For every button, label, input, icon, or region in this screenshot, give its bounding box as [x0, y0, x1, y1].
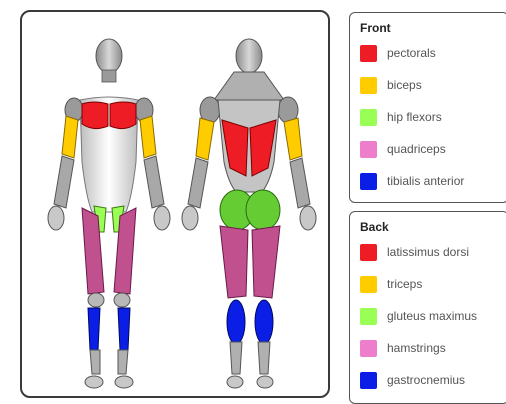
legend-back: Back latissimus dorsi triceps gluteus ma…: [349, 211, 506, 404]
legend-label: biceps: [387, 78, 422, 92]
legend-label: latissimus dorsi: [387, 245, 469, 259]
legend-label: triceps: [387, 277, 422, 291]
legend-label: gastrocnemius: [387, 373, 465, 387]
front-neck: [102, 70, 116, 82]
swatch-yellow: [360, 77, 377, 94]
front-hand-right: [154, 206, 170, 230]
legend-item-tibialis-anterior: tibialis anterior: [360, 165, 506, 197]
front-tibialis-left: [88, 308, 100, 350]
front-forearm-left: [54, 156, 74, 208]
swatch-blue: [360, 173, 377, 190]
front-bicep-left: [62, 116, 78, 158]
swatch-pink: [360, 141, 377, 158]
legend-item-gastrocnemius: gastrocnemius: [360, 364, 506, 396]
front-foot-right: [115, 376, 133, 388]
legend-item-pectorals: pectorals: [360, 37, 506, 69]
legend-label: quadriceps: [387, 142, 446, 156]
swatch-blue: [360, 372, 377, 389]
front-forearm-right: [144, 156, 164, 208]
back-foot-left: [227, 376, 243, 388]
back-tricep-right: [284, 118, 302, 160]
legend-label: pectorals: [387, 46, 436, 60]
back-ankle-left: [230, 342, 242, 374]
back-hamstring-right: [252, 226, 280, 298]
swatch-green: [360, 308, 377, 325]
back-glute-right: [246, 190, 280, 230]
back-forearm-left: [188, 158, 208, 208]
back-hand-right: [300, 206, 316, 230]
front-foot-left: [85, 376, 103, 388]
back-hand-left: [182, 206, 198, 230]
front-knee-right: [114, 293, 130, 307]
front-figure: [48, 39, 170, 388]
legend-item-quadriceps: quadriceps: [360, 133, 506, 165]
swatch-pink: [360, 340, 377, 357]
swatch-yellow: [360, 276, 377, 293]
back-hamstring-left: [220, 226, 248, 298]
legend-item-biceps: biceps: [360, 69, 506, 101]
legend-front: Front pectorals biceps hip flexors quadr…: [349, 12, 506, 203]
legend-front-title: Front: [360, 19, 506, 37]
swatch-green: [360, 109, 377, 126]
front-bicep-right: [140, 116, 156, 158]
back-head: [236, 39, 262, 73]
swatch-red: [360, 45, 377, 62]
back-upper-back: [214, 72, 284, 100]
front-pectoral-left: [82, 102, 108, 129]
legend-item-triceps: triceps: [360, 268, 506, 300]
front-hand-left: [48, 206, 64, 230]
anatomy-figure-panel: [20, 10, 330, 398]
front-tibialis-right: [118, 308, 130, 350]
legend-item-gluteus-maximus: gluteus maximus: [360, 300, 506, 332]
back-foot-right: [257, 376, 273, 388]
back-ankle-right: [258, 342, 270, 374]
legend-item-hamstrings: hamstrings: [360, 332, 506, 364]
front-shin-left: [90, 350, 100, 374]
back-forearm-right: [290, 158, 310, 208]
anatomy-figures: [22, 12, 330, 398]
legend-item-latissimus-dorsi: latissimus dorsi: [360, 236, 506, 268]
legend-label: hamstrings: [387, 341, 446, 355]
back-tricep-left: [196, 118, 214, 160]
front-knee-left: [88, 293, 104, 307]
back-calf-right: [255, 300, 273, 344]
front-shin-right: [118, 350, 128, 374]
front-pectoral-right: [110, 102, 136, 129]
legend-item-hip-flexors: hip flexors: [360, 101, 506, 133]
legend-label: gluteus maximus: [387, 309, 477, 323]
legend-label: hip flexors: [387, 110, 442, 124]
swatch-red: [360, 244, 377, 261]
back-figure: [182, 39, 316, 388]
front-head: [96, 39, 122, 73]
legend-back-title: Back: [360, 218, 506, 236]
back-calf-left: [227, 300, 245, 344]
legend-label: tibialis anterior: [387, 174, 464, 188]
